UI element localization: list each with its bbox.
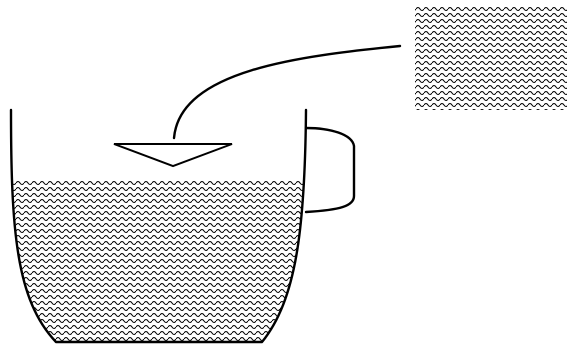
mug-handle: [304, 126, 356, 214]
liquid-texture-swatch: [415, 6, 567, 110]
inverted-triangle-marker: [113, 143, 233, 168]
liquid: [11, 180, 306, 342]
leader-line: [172, 44, 402, 140]
mug-body: [9, 108, 308, 344]
